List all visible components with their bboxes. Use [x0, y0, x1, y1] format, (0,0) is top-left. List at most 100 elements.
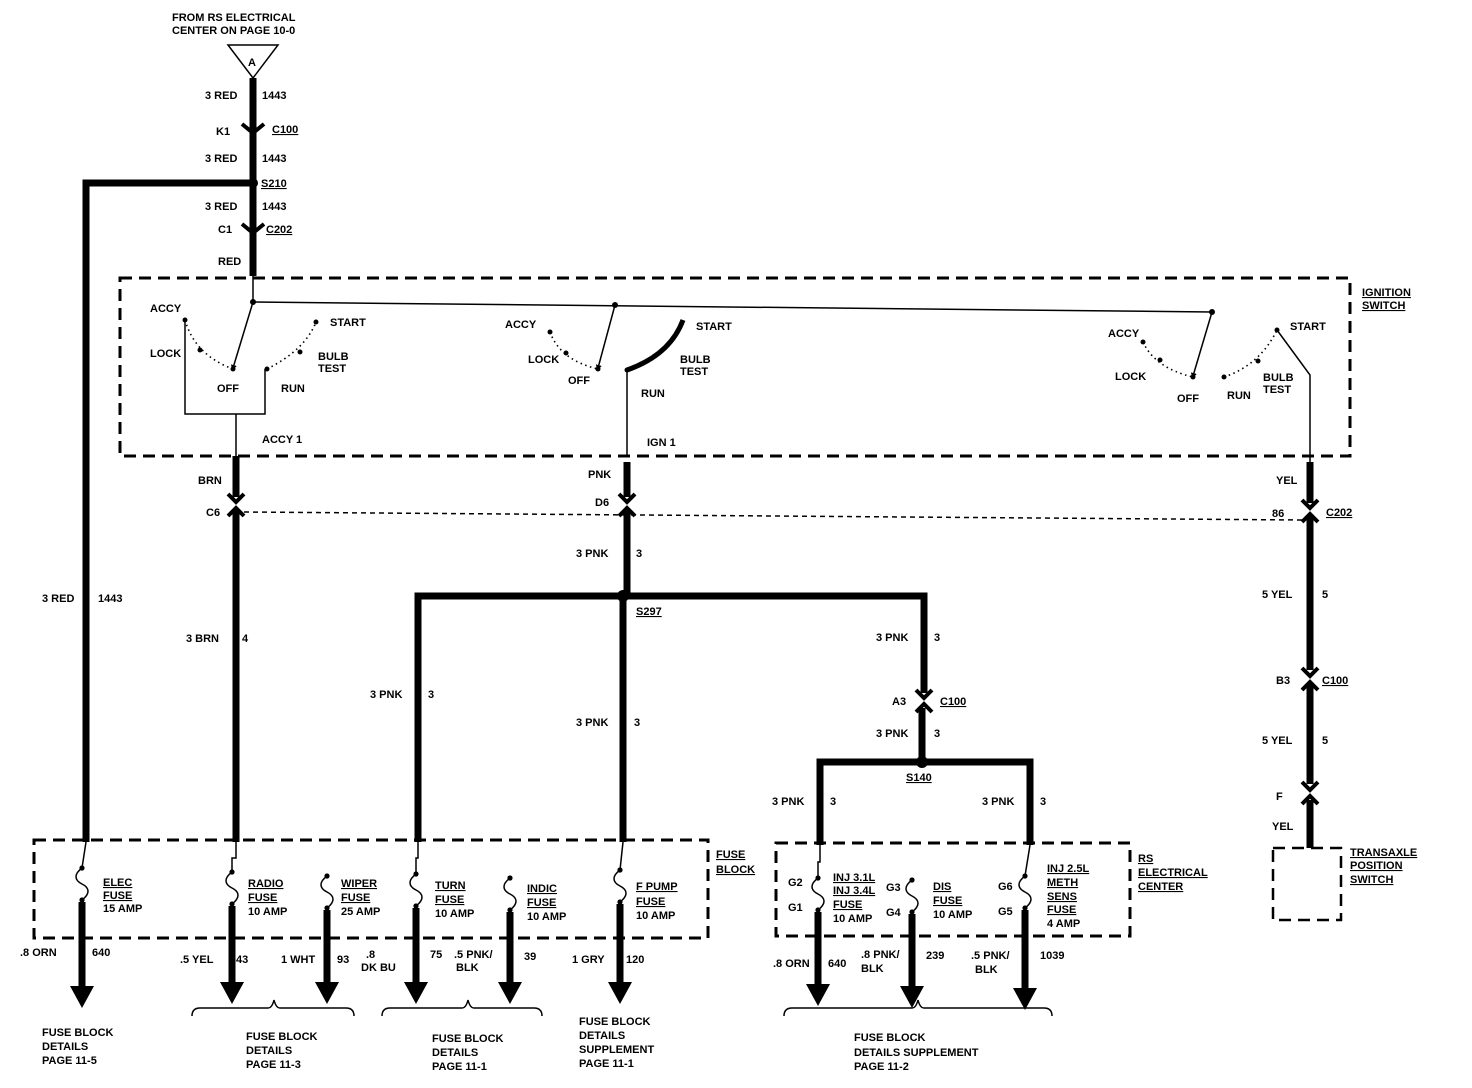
- wire-color-yel: YEL: [1272, 821, 1294, 833]
- switch-pos-label: RUN: [281, 383, 305, 395]
- arrow-down-icon: [806, 984, 830, 1006]
- wire-circuit-label: 3: [1040, 796, 1046, 808]
- output-wire-arrow: [220, 906, 244, 1004]
- switch-pos-label: BULB: [1263, 372, 1294, 384]
- switch-section-start: ACCY LOCK OFF RUN START BULB TEST: [1108, 311, 1326, 462]
- svg-text:FUSE BLOCK: FUSE BLOCK: [432, 1033, 504, 1045]
- wire-size-label: 3 RED: [205, 90, 237, 102]
- connector-pin-86: 86: [1272, 508, 1284, 520]
- reference-brace: [783, 999, 1053, 1017]
- svg-text:10 AMP: 10 AMP: [833, 913, 872, 925]
- svg-text:4 AMP: 4 AMP: [1047, 918, 1080, 930]
- wire-circuit-label: 1443: [98, 593, 122, 605]
- source-label-line2: CENTER ON PAGE 10-0: [172, 25, 295, 37]
- arrow-down-icon: [900, 986, 924, 1008]
- output-wire-circuit: 640: [92, 947, 110, 959]
- rs-electrical-center-box: [774, 841, 1132, 938]
- svg-text:10 AMP: 10 AMP: [933, 909, 972, 921]
- connector-c100-right: C100: [1322, 675, 1348, 687]
- source-connector: FROM RS ELECTRICAL CENTER ON PAGE 10-0 A: [172, 12, 296, 80]
- reference-brace: [381, 999, 543, 1017]
- connector-chevron-icon: [226, 505, 246, 518]
- wire-circuit-label: 1443: [262, 153, 286, 165]
- svg-text:FUSE: FUSE: [636, 896, 665, 908]
- switch-arm-icon: [230, 301, 254, 371]
- svg-text:PAGE 11-5: PAGE 11-5: [42, 1055, 97, 1067]
- svg-text:G3: G3: [886, 882, 901, 894]
- splice-s210-label: S210: [261, 178, 287, 190]
- svg-text:INDIC: INDIC: [527, 883, 557, 895]
- fuse-icon: [320, 873, 334, 911]
- fuse-icon: [905, 877, 919, 915]
- connector-pin-c1: C1: [218, 224, 232, 236]
- svg-text:ELEC: ELEC: [103, 877, 132, 889]
- connector-pin-d6: D6: [595, 497, 609, 509]
- svg-text:FUSE: FUSE: [1047, 904, 1076, 916]
- svg-text:DETAILS: DETAILS: [579, 1030, 625, 1042]
- fuse-elec: ELEC FUSE 15 AMP: [103, 877, 142, 915]
- wire-size-label: 3 BRN: [186, 633, 219, 645]
- wire-color-yel: YEL: [1276, 475, 1298, 487]
- switch-output-accy-label: ACCY 1: [262, 434, 302, 446]
- fuse-bus-turn-indic: [415, 842, 419, 874]
- switch-pos-label: ACCY: [505, 319, 537, 331]
- wire-color-brn: BRN: [198, 475, 222, 487]
- svg-text:DETAILS: DETAILS: [42, 1041, 88, 1053]
- wire-circuit-label: 3: [934, 728, 940, 740]
- wire-size-label: 3 PNK: [772, 796, 804, 808]
- rs-center-label: RS: [1138, 853, 1153, 865]
- output-wire-size: .8 PNK/: [861, 949, 900, 961]
- svg-text:10 AMP: 10 AMP: [435, 908, 474, 920]
- svg-text:DETAILS: DETAILS: [432, 1047, 478, 1059]
- output-layer: [70, 902, 1037, 1010]
- source-label-line1: FROM RS ELECTRICAL: [172, 12, 296, 24]
- output-wire-size: .5 PNK/: [971, 950, 1010, 962]
- output-wire-circuit: 1039: [1040, 950, 1064, 962]
- svg-text:FUSE BLOCK: FUSE BLOCK: [579, 1016, 651, 1028]
- switch-pos-label: TEST: [318, 363, 346, 375]
- svg-text:FUSE: FUSE: [833, 899, 862, 911]
- rs-center-label: CENTER: [1138, 881, 1183, 893]
- arrow-down-icon: [608, 982, 632, 1004]
- switch-common-bus: [252, 301, 1213, 313]
- wire-size-label: 5 YEL: [1262, 589, 1293, 601]
- switch-pos-label: TEST: [1263, 384, 1291, 396]
- fuse-icon: [409, 871, 423, 909]
- wire-circuit-label: 3: [934, 632, 940, 644]
- svg-text:FUSE: FUSE: [248, 892, 277, 904]
- output-wire-arrow: [608, 904, 632, 1004]
- output-wire-size: .8: [366, 949, 375, 961]
- wire-circuit-label: 3: [428, 689, 434, 701]
- output-wire-size: .8 ORN: [20, 947, 57, 959]
- wire-pnk-bus: [414, 592, 928, 842]
- transaxle-label: POSITION: [1350, 860, 1403, 872]
- switch-pos-label: OFF: [1177, 393, 1199, 405]
- output-wire-circuit: 239: [926, 950, 944, 962]
- output-wire-circuit: 75: [430, 949, 442, 961]
- connector-c202-right: C202: [1326, 507, 1352, 519]
- svg-text:FUSE: FUSE: [435, 894, 464, 906]
- output-wire-size: .8 ORN: [773, 958, 810, 970]
- switch-pos-label: BULB: [318, 351, 349, 363]
- switch-pos-label: START: [696, 321, 732, 333]
- output-wire-size: 1 WHT: [281, 954, 316, 966]
- svg-text:10 AMP: 10 AMP: [527, 911, 566, 923]
- svg-text:G2: G2: [788, 877, 803, 889]
- reference-brace: [191, 999, 355, 1017]
- output-wire-size: .5 YEL: [180, 954, 214, 966]
- fuse-block-box: [32, 838, 710, 940]
- svg-text:DETAILS SUPPLEMENT: DETAILS SUPPLEMENT: [854, 1047, 979, 1059]
- svg-text:FUSE: FUSE: [527, 897, 556, 909]
- svg-text:G6: G6: [998, 881, 1013, 893]
- output-wire-size: BLK: [861, 963, 884, 975]
- wire-1443-left-branch: [82, 179, 253, 842]
- switch-pos-label: LOCK: [528, 354, 559, 366]
- wire-pnk-rs-bus: [816, 758, 1034, 845]
- output-wire-arrow: [70, 902, 94, 1008]
- svg-text:PAGE 11-1: PAGE 11-1: [432, 1061, 487, 1073]
- switch-pos-label: OFF: [217, 383, 239, 395]
- fuse-icon: [613, 867, 627, 905]
- svg-text:WIPER: WIPER: [341, 878, 377, 890]
- switch-pos-label: ACCY: [1108, 328, 1140, 340]
